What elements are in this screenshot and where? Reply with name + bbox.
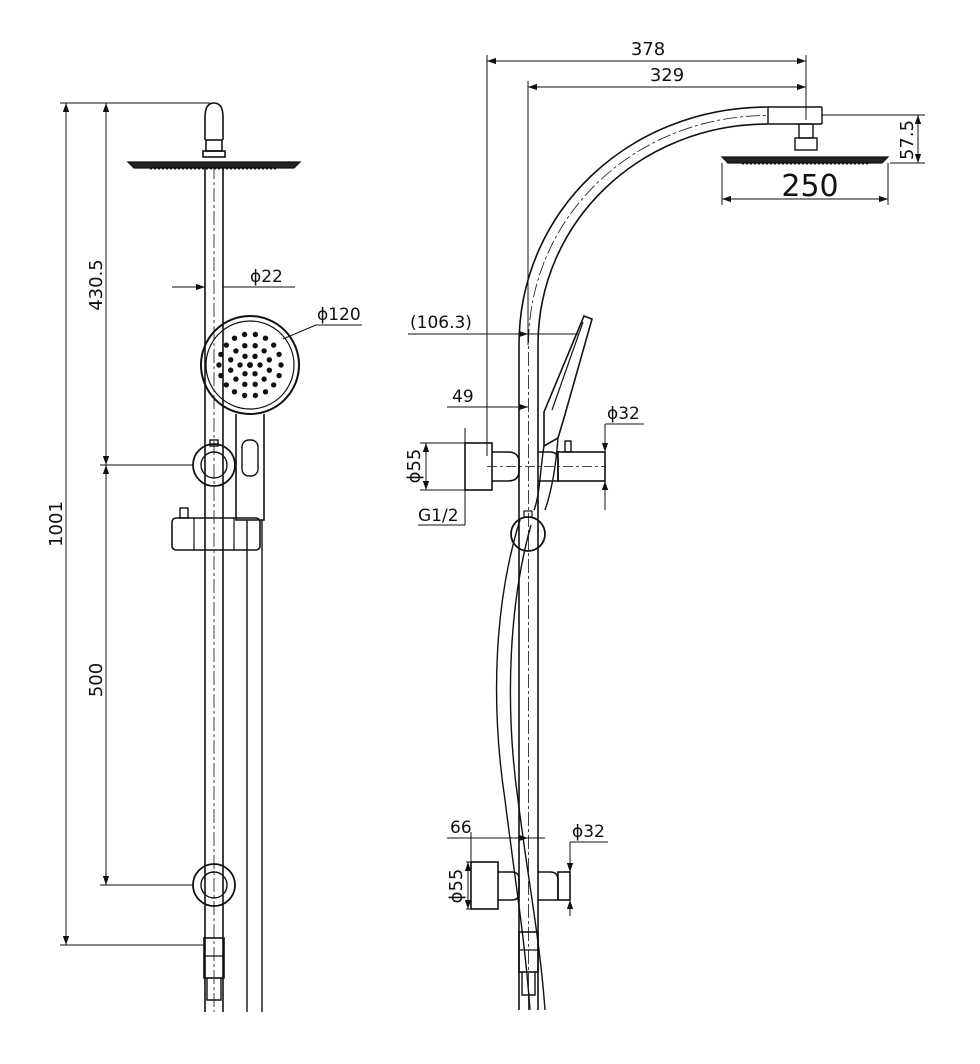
nozzle-dot (228, 367, 234, 373)
nozzle-dot (271, 342, 277, 348)
front-view: 1001 430.5 500 ϕ22 ϕ120 (46, 102, 362, 1012)
nozzle-dot (216, 362, 222, 368)
dim-hand-shower-offset: (106.3) (410, 313, 472, 333)
nozzle-dot (247, 362, 253, 368)
nozzle-dot (237, 362, 243, 368)
dim-upper-bracket-flange: ϕ55 (404, 449, 425, 484)
dim-overall-reach: 378 (631, 39, 665, 60)
nozzle-dot (252, 331, 259, 338)
nozzle-dot (252, 371, 258, 377)
nozzle-dot (242, 371, 248, 377)
side-overhead-head (720, 123, 890, 205)
front-bottom-connector (203, 937, 225, 1001)
dim-rail-diameter: ϕ22 (250, 267, 283, 287)
nozzle-dot (278, 362, 284, 368)
front-top-elbow (202, 102, 226, 158)
dim-lower-bracket-offset: 66 (450, 818, 472, 838)
dim-inlet-thread: G1/2 (418, 506, 459, 526)
nozzle-dot (233, 376, 239, 382)
nozzle-dot (257, 362, 263, 368)
side-view: 378 329 57.5 250 (106.3) 49 ϕ55 ϕ32 G1/2… (404, 39, 925, 1011)
dim-outlet-offset: 49 (452, 387, 474, 407)
front-slider-bracket (171, 507, 261, 551)
nozzle-dot (223, 342, 229, 348)
nozzle-dot (231, 335, 238, 341)
nozzle-dot (276, 351, 282, 358)
dim-lower-bracket-flange: ϕ55 (446, 869, 467, 904)
nozzle-dot (262, 389, 269, 395)
nozzle-dot (252, 343, 258, 349)
dim-arm-reach: 329 (650, 65, 684, 86)
front-rail (204, 165, 224, 1012)
front-dimension-lines (60, 102, 362, 946)
nozzle-dot (261, 376, 267, 382)
side-slider-knob (510, 510, 546, 552)
side-rail-and-arm (518, 106, 823, 1010)
nozzle-dot (228, 357, 234, 363)
nozzle-dot (252, 381, 258, 387)
nozzle-dot (252, 392, 259, 399)
nozzle-dot (252, 353, 258, 359)
nozzle-dot (262, 335, 269, 341)
side-upper-wall-bracket (464, 440, 606, 491)
front-overhead-head (126, 161, 302, 170)
dim-upper-section: 430.5 (86, 259, 107, 311)
dim-upper-bracket-body: ϕ32 (607, 404, 640, 424)
side-dimension-lines (408, 55, 925, 916)
dim-lower-bracket-body: ϕ32 (572, 822, 605, 842)
nozzle-dot (218, 351, 224, 358)
side-lower-wall-bracket (470, 861, 571, 910)
nozzle-dot (266, 357, 272, 363)
front-hose (246, 520, 263, 1012)
nozzle-dot (242, 381, 248, 387)
nozzle-dot (242, 353, 248, 359)
nozzle-dot (233, 348, 239, 354)
nozzle-dot (271, 382, 277, 388)
nozzle-dot (218, 372, 224, 379)
nozzle-dot (261, 348, 267, 354)
side-bottom-connector (518, 931, 539, 996)
dim-head-width: 250 (781, 169, 838, 204)
dim-total-height: 1001 (46, 501, 67, 547)
front-dimension-labels: 1001 430.5 500 ϕ22 ϕ120 (46, 259, 361, 697)
dim-lower-section: 500 (86, 663, 107, 697)
nozzle-dot (241, 392, 248, 399)
nozzle-dot (231, 389, 238, 395)
nozzle-dot (223, 382, 229, 388)
dim-hand-shower-diameter: ϕ120 (317, 305, 361, 325)
hand-shower-nozzles (216, 331, 284, 399)
nozzle-dot (276, 372, 282, 379)
dim-head-drop: 57.5 (897, 120, 918, 160)
nozzle-dot (242, 343, 248, 349)
nozzle-dot (266, 367, 272, 373)
side-dimension-labels: 378 329 57.5 250 (106.3) 49 ϕ55 ϕ32 G1/2… (404, 39, 918, 903)
front-hand-shower (200, 315, 300, 521)
nozzle-dot (241, 331, 248, 338)
